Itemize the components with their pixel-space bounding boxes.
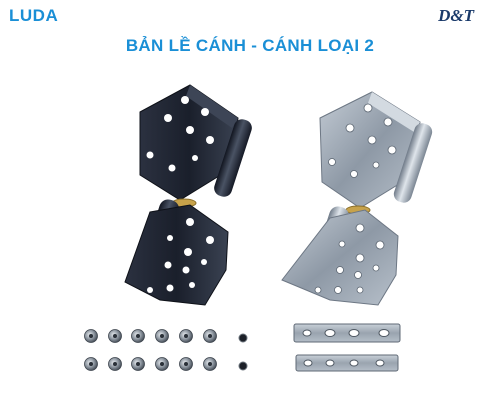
screw-socket (136, 362, 140, 366)
dt-logo: D&T (438, 6, 474, 26)
dt-logo-text: D&T (438, 6, 474, 25)
screw-socket (208, 334, 212, 338)
screw-socket (208, 362, 212, 366)
nut (238, 361, 248, 371)
screw-socket (89, 362, 93, 366)
page-title: BẢN LỀ CÁNH - CÁNH LOẠI 2 (125, 36, 375, 55)
screw-socket (136, 334, 140, 338)
luda-logo: LUDA (9, 6, 58, 26)
luda-logo-text: LUDA (9, 6, 59, 25)
screw-socket (89, 334, 93, 338)
hinge-black-icon (124, 84, 252, 306)
screw-socket (160, 362, 164, 366)
screw-set-icon (84, 329, 248, 371)
steel-plate-icon (293, 323, 401, 372)
screw-socket (184, 334, 188, 338)
nut (238, 333, 248, 343)
screw-socket (113, 334, 117, 338)
screw-socket (113, 362, 117, 366)
screw-socket (184, 362, 188, 366)
hinge-silver-icon (281, 91, 433, 306)
screw-socket (160, 334, 164, 338)
